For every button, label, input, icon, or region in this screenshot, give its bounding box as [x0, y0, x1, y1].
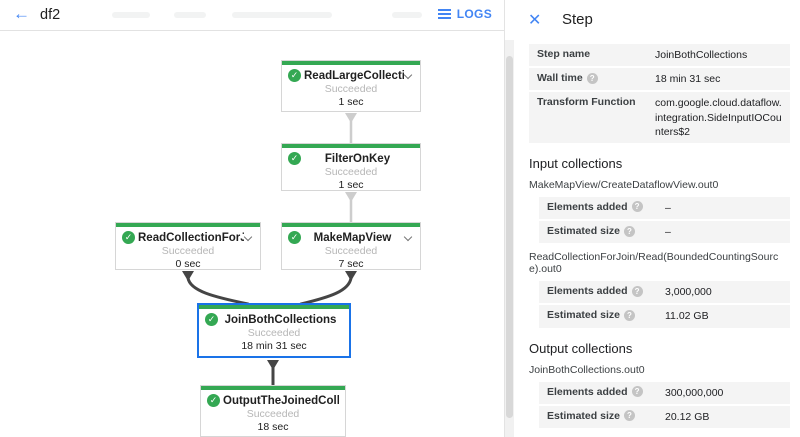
step-panel: ✕ Step Step name JoinBothCollections Wal…: [514, 0, 800, 437]
node-time: 0 sec: [175, 258, 201, 270]
detail-label: Transform Function: [537, 96, 636, 109]
node-time: 1 sec: [338, 96, 364, 108]
chevron-down-icon[interactable]: [404, 72, 414, 80]
node-status: Succeeded: [246, 408, 300, 420]
metric-row-elements-added: Elements added? 300,000,000: [539, 381, 790, 404]
collection-name: ReadCollectionForJoin/Read(BoundedCounti…: [529, 251, 779, 276]
logs-list-icon: [437, 9, 451, 19]
node-status-bar: [116, 223, 260, 227]
node-time: 18 sec: [257, 421, 289, 433]
metric-label: Estimated size?: [547, 225, 665, 237]
input-collections-heading: Input collections: [529, 155, 623, 171]
metric-value: 11.02 GB: [665, 310, 709, 323]
metric-value: 3,000,000: [665, 286, 712, 299]
redacted-text: [232, 12, 332, 18]
node-status: Succeeded: [247, 327, 301, 339]
chevron-down-icon[interactable]: [404, 234, 414, 242]
graph-edges: [182, 113, 357, 385]
node-readcollectionforjoin[interactable]: ✓ ReadCollectionForJoin Succeeded 0 sec: [115, 222, 261, 270]
help-icon[interactable]: ?: [631, 201, 643, 213]
detail-value: com.google.cloud.dataflow.integration.Si…: [655, 97, 782, 138]
node-status: Succeeded: [324, 245, 378, 257]
metric-value: 300,000,000: [665, 386, 724, 399]
graph-canvas: ✓ ReadLargeCollectionFr… Succeeded 1 sec…: [0, 31, 504, 437]
node-status: Succeeded: [324, 166, 378, 178]
detail-label: Step name: [537, 48, 591, 60]
metric-value: –: [665, 226, 671, 239]
step-panel-body: Step name JoinBothCollections Wall time?…: [514, 40, 800, 437]
step-panel-title: Step: [562, 11, 593, 28]
graph-header: ← df2 LOGS: [0, 0, 504, 31]
node-status-bar: [282, 223, 420, 227]
node-time: 7 sec: [338, 258, 364, 270]
node-filteronkey[interactable]: ✓ FilterOnKey Succeeded 1 sec: [281, 143, 421, 191]
node-title: FilterOnKey: [324, 152, 391, 165]
step-panel-scrollbar[interactable]: [505, 40, 514, 437]
node-status: Succeeded: [161, 245, 215, 257]
redacted-text: [174, 12, 206, 18]
help-icon[interactable]: ?: [631, 386, 643, 398]
help-icon[interactable]: ?: [623, 309, 635, 321]
node-title: ReadLargeCollectionFr…: [304, 69, 404, 82]
success-check-icon: ✓: [207, 394, 220, 407]
metric-label: Estimated size?: [547, 309, 665, 321]
output-collections-heading: Output collections: [529, 340, 633, 356]
node-status-bar: [282, 144, 420, 148]
collection-name: JoinBothCollections.out0: [529, 363, 645, 376]
help-icon[interactable]: ?: [623, 225, 635, 237]
help-icon[interactable]: ?: [631, 285, 643, 297]
detail-row-transform-function: Transform Function com.google.cloud.data…: [529, 92, 790, 143]
node-status-bar: [199, 305, 349, 309]
node-title: OutputTheJoinedCollec…: [223, 394, 339, 407]
metric-row-estimated-size: Estimated size? 11.02 GB: [539, 305, 790, 328]
job-title: df2: [40, 7, 61, 23]
redacted-text: [392, 12, 422, 18]
node-status-bar: [282, 61, 420, 65]
node-time: 1 sec: [338, 179, 364, 191]
detail-row-wall-time: Wall time? 18 min 31 sec: [529, 68, 790, 91]
close-icon[interactable]: ✕: [528, 12, 542, 29]
node-joinbothcollections-selected[interactable]: ✓ JoinBothCollections Succeeded 18 min 3…: [197, 303, 351, 358]
metric-row-estimated-size: Estimated size? 20.12 GB: [539, 405, 790, 428]
success-check-icon: ✓: [122, 231, 135, 244]
help-icon[interactable]: ?: [623, 410, 635, 422]
node-status-bar: [201, 386, 345, 390]
metric-label: Elements added?: [547, 386, 665, 398]
detail-label: Wall time?: [537, 72, 655, 84]
success-check-icon: ✓: [288, 69, 301, 82]
node-title: ReadCollectionForJoin: [138, 231, 244, 244]
metric-label: Elements added?: [547, 285, 665, 297]
step-panel-header: ✕ Step: [514, 0, 800, 40]
redacted-text: [112, 12, 150, 18]
detail-row-step-name: Step name JoinBothCollections: [529, 44, 790, 67]
metric-value: 20.12 GB: [665, 410, 710, 423]
node-readlargecollection[interactable]: ✓ ReadLargeCollectionFr… Succeeded 1 sec: [281, 60, 421, 112]
metric-row-elements-added: Elements added? –: [539, 196, 790, 220]
detail-value: 18 min 31 sec: [655, 73, 721, 86]
metric-value: –: [665, 201, 671, 214]
metric-row-estimated-size: Estimated size? –: [539, 221, 790, 244]
logs-label: LOGS: [456, 7, 492, 21]
node-outputthejoinedcollection[interactable]: ✓ OutputTheJoinedCollec… Succeeded 18 se…: [200, 385, 346, 437]
node-title: JoinBothCollections: [224, 313, 337, 326]
collection-name: MakeMapView/CreateDataflowView.out0: [529, 178, 719, 191]
scrollbar-thumb[interactable]: [506, 56, 513, 418]
node-time: 18 min 31 sec: [241, 340, 307, 352]
success-check-icon: ✓: [288, 152, 301, 165]
detail-value: JoinBothCollections: [655, 49, 748, 61]
node-title: MakeMapView: [313, 231, 392, 244]
node-status: Succeeded: [324, 83, 378, 95]
logs-button[interactable]: LOGS: [437, 7, 492, 21]
metric-label: Elements added?: [547, 201, 665, 213]
metric-row-elements-added: Elements added? 3,000,000: [539, 281, 790, 304]
back-icon[interactable]: ←: [13, 4, 30, 23]
chevron-down-icon[interactable]: [244, 234, 254, 242]
node-makemapview[interactable]: ✓ MakeMapView Succeeded 7 sec: [281, 222, 421, 270]
success-check-icon: ✓: [288, 231, 301, 244]
help-icon[interactable]: ?: [586, 72, 598, 84]
graph-panel: ← df2 LOGS: [0, 0, 505, 437]
metric-label: Estimated size?: [547, 410, 665, 422]
success-check-icon: ✓: [205, 313, 218, 326]
